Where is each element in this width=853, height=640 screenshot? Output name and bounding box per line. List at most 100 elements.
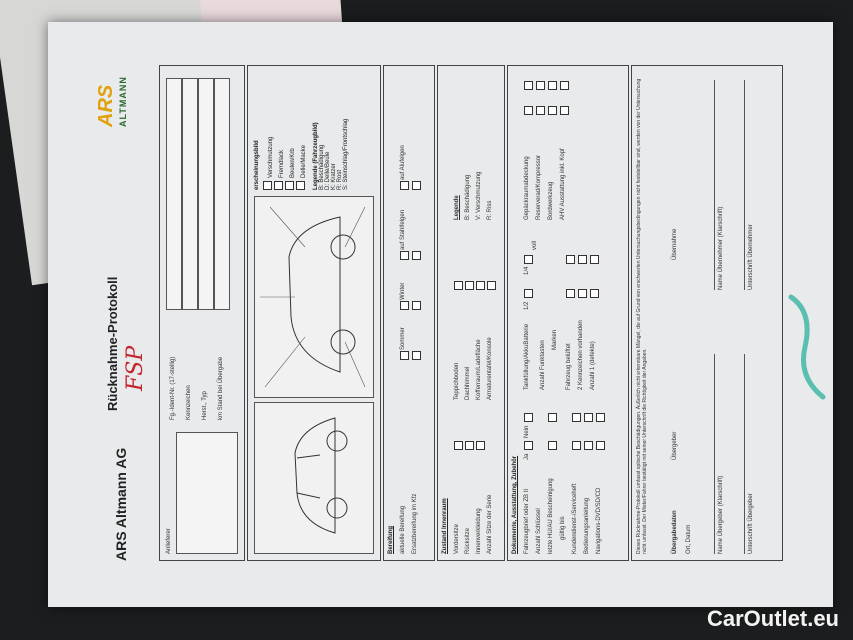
alloy-rims-checkbox xyxy=(400,181,409,190)
protocol-paper: ARS Altmann AG Rücknahme-Protokoll FSP A… xyxy=(48,22,833,607)
doc-mid-4: 2 Kennzeichen vorhanden xyxy=(578,320,584,390)
doc-half-label: 1/2 xyxy=(524,301,530,310)
interior-row-1: Rücksitze xyxy=(465,527,471,554)
doc-row-6: Navigations-DVD/SD/CD xyxy=(596,487,602,554)
doc-right-2: Bordwerkzeug xyxy=(548,181,554,220)
doc-no-label: Nein xyxy=(524,425,530,438)
document-title: Rücknahme-Protokoll xyxy=(105,276,120,411)
legend-item-1: Fremdlack xyxy=(274,72,285,190)
mileage-label: km Stand bei Übergabe xyxy=(218,356,224,420)
doc-row-0: Fahrzeugbrief oder ZB II xyxy=(524,488,530,554)
identity-section: Anlieferer Fg.-Ident-Nr. (17-stellig) Ke… xyxy=(159,65,245,561)
doc-row-2: letzte HU/AU Bescheinigung xyxy=(548,478,554,554)
document-header: ARS Altmann AG Rücknahme-Protokoll FSP A… xyxy=(95,67,155,561)
handwritten-note: FSP xyxy=(123,345,148,391)
doc-right-1: Reserverad/Kompressor xyxy=(536,154,542,220)
rotated-document: ARS Altmann AG Rücknahme-Protokoll FSP A… xyxy=(85,49,795,579)
interior-row-2: Innenverkleidung xyxy=(476,508,482,554)
sender-sign-line xyxy=(744,354,745,554)
signature-section: Dieses Rücknahme-Protokoll umfasst optis… xyxy=(631,65,783,561)
receiver-name-line xyxy=(714,80,715,290)
sender-name-label: Name Übergeber (Klarschrift) xyxy=(718,475,724,554)
doc-yes-label: Ja xyxy=(524,453,530,460)
car-perspective-box xyxy=(254,196,374,398)
damage-legend: erscheinungsbild Verschmutzung Fremdlack… xyxy=(254,72,372,190)
logo-altmann-text: ALTMANN xyxy=(118,76,128,127)
car-side-left-box xyxy=(254,402,374,554)
receiver-sign-line xyxy=(744,80,745,290)
doc-mid-5: Anzahl 1 (defekte) xyxy=(590,341,596,390)
alloy-rims-label: auf Alufelgen xyxy=(400,145,406,180)
watermark-logo: CarOutlet.eu xyxy=(706,606,839,631)
mileage-field xyxy=(214,78,230,310)
doc-row-1: Anzahl Schlüssel xyxy=(536,508,542,554)
steel-rims-label: auf Stahlfelgen xyxy=(400,209,406,250)
legend-title: erscheinungsbild xyxy=(254,140,260,190)
interior-col-0: Teppichboden xyxy=(454,362,460,400)
delivery-label: Anlieferer xyxy=(166,528,172,554)
documents-section: Dokumente, Ausstattung, Zubehör Fahrzeug… xyxy=(507,65,629,561)
interior-legend-0: B: Beschädigung xyxy=(465,174,471,220)
interior-legend-title: Legende xyxy=(454,195,460,220)
legend-item-2: Beulen/Krb xyxy=(285,72,296,190)
winter-spare-checkbox xyxy=(412,301,421,310)
interior-row-3: Anzahl Sitze der Serie xyxy=(487,494,493,554)
documents-title: Dokumente, Ausstattung, Zubehör xyxy=(512,455,518,554)
company-name: ARS Altmann AG xyxy=(113,447,129,561)
interior-title: Zustand Innenraum xyxy=(442,498,448,554)
car-diagram-section: erscheinungsbild Verschmutzung Fremdlack… xyxy=(247,65,381,561)
steel-rims-checkbox xyxy=(400,251,409,260)
legend-item-0: Verschmutzung xyxy=(263,72,274,190)
doc-right-3: AHV Ausstattung inkl. Kopf xyxy=(560,148,566,220)
legend-item-3: Delle/Macke xyxy=(296,72,307,190)
summer-spare-checkbox xyxy=(412,351,421,360)
receiver-name-label: Name Übernehmer (Klarschrift) xyxy=(718,206,724,290)
tires-title: Bereifung xyxy=(388,525,394,554)
tires-row-spare: Ersatzbereifung im Kfz xyxy=(412,493,418,554)
steel-spare-checkbox xyxy=(412,251,421,260)
place-date-label: Ort, Datum xyxy=(686,524,692,554)
car-perspective-view xyxy=(260,206,366,388)
doc-mid-3: Fahrzeug belüftet xyxy=(566,343,572,390)
interior-col-3: Armaturentafel/Konsole xyxy=(487,337,493,400)
summer-label: Sommer xyxy=(400,327,406,350)
plate-label: Kennzeichen xyxy=(186,385,192,420)
sender-name-line xyxy=(714,354,715,554)
plate-field xyxy=(182,78,198,310)
receiver-sign-label: Unterschrift Übernehmer xyxy=(748,224,754,290)
interior-col-2: Kofferraum/Ladefläche xyxy=(476,339,482,400)
receiver-title: Übernahme xyxy=(672,228,678,260)
handover-title: Übergabedaten xyxy=(672,510,678,554)
alloy-spare-checkbox xyxy=(412,181,421,190)
interior-row-0: Vordersitze xyxy=(454,523,460,554)
doc-mid-2: Marken xyxy=(552,329,558,350)
make-field xyxy=(198,78,214,310)
interior-legend-2: R: Riss xyxy=(487,200,493,220)
winter-label: Winter xyxy=(400,282,406,300)
doc-right-0: Gepäckraumabdeckung xyxy=(524,156,530,220)
delivery-box xyxy=(176,432,238,554)
doc-mid-0: Tankfüllung/AkkuBatterie xyxy=(524,323,530,390)
code-4: S: Steinschlag/Frontschlag xyxy=(343,118,349,190)
summer-checkbox xyxy=(400,351,409,360)
interior-col-1: Dachhimmel xyxy=(465,366,471,400)
doc-full-label: voll xyxy=(532,240,538,250)
make-label: Herst., Typ xyxy=(202,391,208,420)
interior-legend-1: V: Verschmutzung xyxy=(476,171,482,220)
logo-ars-text: ARS xyxy=(95,84,117,127)
sender-sign-label: Unterschrift Übergeber xyxy=(748,493,754,554)
teal-pen-checkmark xyxy=(788,294,826,400)
doc-row-3: gültig bis xyxy=(560,516,566,540)
doc-row-4: Kundendienst-/Serviceheft xyxy=(572,483,578,554)
disclaimer-text: Dieses Rücknahme-Protokoll umfasst optis… xyxy=(636,78,648,554)
doc-mid-1: Anzahl Funktasten xyxy=(540,340,546,390)
sender-title: Übergeber xyxy=(672,431,678,460)
vin-label: Fg.-Ident-Nr. (17-stellig) xyxy=(170,356,176,420)
tires-row-current: aktuelle Bereifung xyxy=(400,505,406,554)
car-side-view-left xyxy=(294,417,348,534)
tires-section: Bereifung aktuelle Bereifung Ersatzberei… xyxy=(383,65,435,561)
company-logo: ARS ALTMANN xyxy=(95,67,145,127)
doc-quarter-label: 1/4 xyxy=(524,266,530,275)
interior-section: Zustand Innenraum Vordersitze Rücksitze … xyxy=(437,65,505,561)
winter-checkbox xyxy=(400,301,409,310)
